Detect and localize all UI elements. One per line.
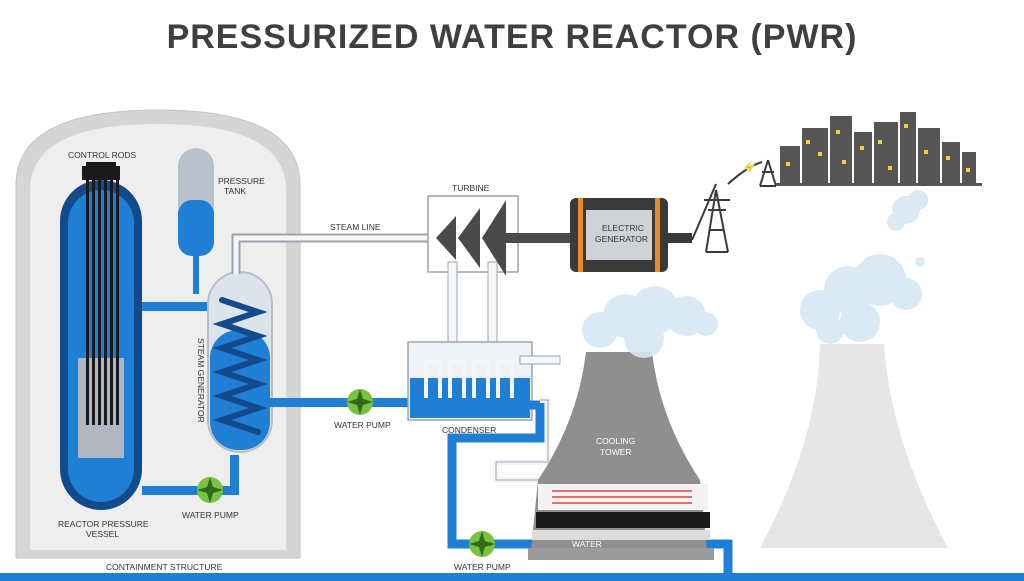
control-rods (82, 162, 120, 425)
label-steam-line: STEAM LINE (330, 222, 381, 232)
water-pump-primary (197, 477, 223, 503)
background-cooling-tower (760, 344, 948, 548)
label-water-pump-cooling: WATER PUMP (454, 562, 511, 572)
water-body (0, 573, 1024, 581)
label-water-pump-primary: WATER PUMP (182, 510, 239, 520)
cooling-water-loop (447, 397, 733, 575)
water-pump-cooling (469, 531, 495, 557)
label-generator-2: GENERATOR (595, 234, 648, 244)
transmission-towers (691, 159, 777, 253)
city-windows (786, 124, 970, 172)
electric-generator (570, 198, 692, 272)
pressure-tank (178, 148, 214, 294)
primary-loop-pipes (142, 302, 239, 495)
label-water-pump-feed: WATER PUMP (334, 420, 391, 430)
turbine (427, 195, 574, 276)
label-condenser: CONDENSER (442, 425, 496, 435)
electricity-sparks (744, 160, 756, 172)
label-cooling-tower-1: COOLING (596, 436, 635, 446)
label-generator-1: ELECTRIC (602, 223, 644, 233)
exhaust-pipes (447, 261, 498, 349)
steam-line (231, 233, 438, 274)
feedwater-pipe (270, 398, 416, 407)
condenser (407, 341, 561, 421)
label-control-rods: CONTROL RODS (68, 150, 136, 160)
label-cooling-tower-2: TOWER (600, 447, 631, 457)
label-pressure-tank-2: TANK (224, 186, 246, 196)
diagram-title: PRESSURIZED WATER REACTOR (PWR) (166, 18, 858, 56)
label-reactor-vessel-1: REACTOR PRESSURE (58, 519, 149, 529)
label-containment: CONTAINMENT STRUCTURE (106, 562, 223, 572)
label-turbine: TURBINE (452, 183, 490, 193)
steam-generator (207, 271, 273, 453)
label-steam-generator: STEAM GENERATOR (196, 338, 206, 423)
label-water: WATER (572, 539, 602, 549)
water-pump-feed (347, 389, 373, 415)
label-reactor-vessel-2: VESSEL (86, 529, 119, 539)
label-pressure-tank-1: PRESSURE (218, 176, 265, 186)
city-skyline (776, 112, 982, 186)
steam-clouds (582, 190, 928, 358)
cooling-tower (528, 352, 714, 560)
